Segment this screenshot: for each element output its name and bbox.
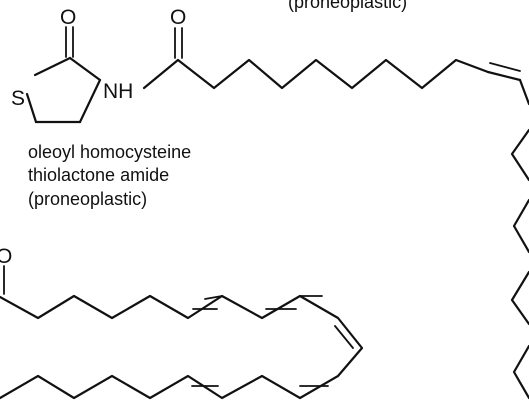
caption-line-3: (proneoplastic) xyxy=(28,189,147,209)
amide-linkage xyxy=(142,27,183,90)
sulfur-label: S xyxy=(11,87,25,110)
nitrogen-label: NH xyxy=(103,80,133,103)
caption-line-2: thiolactone amide xyxy=(28,165,169,185)
amide-carbonyl-oxygen-label: O xyxy=(170,6,186,29)
left-oxygen-label: O xyxy=(0,245,12,268)
ring-bond xyxy=(25,92,38,124)
macrocycle-chain xyxy=(0,294,364,400)
cis-double-bond xyxy=(486,70,522,82)
ring-bond xyxy=(68,56,102,82)
chain-right-zigzag xyxy=(512,344,529,400)
ring-carbonyl-oxygen-label: O xyxy=(60,6,76,29)
amide-bond xyxy=(142,58,180,90)
oleoyl-chain xyxy=(176,58,490,90)
cis-double-bond xyxy=(489,62,521,72)
chain-right-zigzag xyxy=(510,128,529,182)
chain-right-zigzag xyxy=(512,198,529,254)
upper-double-bond xyxy=(204,295,223,300)
chain-right-zigzag xyxy=(510,270,529,326)
lower-polyene-structure xyxy=(0,265,364,400)
right-double-bond xyxy=(334,325,354,349)
ring-bond xyxy=(33,56,72,77)
ring-bond xyxy=(78,78,102,124)
chain-right-segment xyxy=(518,78,529,106)
caption-line-1: oleoyl homocysteine xyxy=(28,142,191,162)
thiolactone-ring xyxy=(25,26,102,124)
top-cropped-text: (proneoplastic) xyxy=(288,0,407,12)
